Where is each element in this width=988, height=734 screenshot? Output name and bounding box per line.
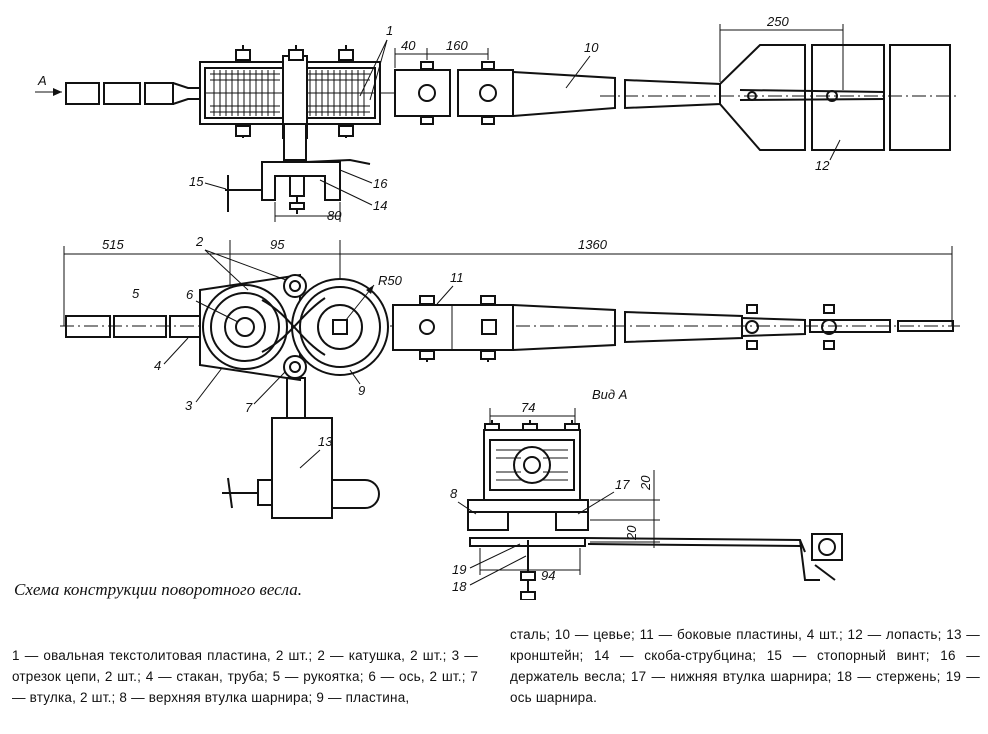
dim-95: 95 [270, 237, 285, 252]
part-label-9: 9 [358, 383, 365, 398]
dim-160: 160 [446, 38, 468, 53]
part-label-18: 18 [452, 579, 467, 594]
view-a-label: Вид А [592, 387, 627, 402]
part-label-15: 15 [189, 174, 204, 189]
view-a: Вид А 74 20 2 [467, 387, 843, 600]
figure-caption: Схема конструкции поворотного весла. [14, 580, 303, 599]
dim-515: 515 [102, 237, 124, 252]
part-label-11: 11 [450, 270, 464, 285]
part-label-19: 19 [452, 562, 466, 577]
part-label-14: 14 [373, 198, 387, 213]
dim-40: 40 [401, 38, 416, 53]
dim-250: 250 [766, 14, 789, 29]
legend-left: 1 — овальная текстолитовая пластина, 2 ш… [12, 648, 478, 705]
gear-teeth-top [210, 70, 370, 116]
part-labels: 1 10 12 15 16 14 2 5 6 4 3 7 9 11 13 8 1… [132, 23, 841, 594]
part-label-7: 7 [245, 400, 253, 415]
dim-94: 94 [541, 568, 555, 583]
dim-20-lower: 20 [624, 525, 639, 541]
part-label-3: 3 [185, 398, 193, 413]
part-label-2: 2 [195, 234, 204, 249]
part-label-4: 4 [154, 358, 161, 373]
arrow-a-label: A [37, 73, 47, 88]
dim-74: 74 [521, 400, 535, 415]
dim-20-upper: 20 [638, 475, 653, 491]
part-label-5: 5 [132, 286, 140, 301]
part-label-16: 16 [373, 176, 388, 191]
part-label-6: 6 [186, 287, 194, 302]
part-label-13: 13 [318, 434, 333, 449]
part-label-1: 1 [386, 23, 393, 38]
legend-right: сталь; 10 — цевье; 11 — боковые пластины… [510, 627, 980, 705]
top-view: A [35, 14, 960, 223]
part-label-10: 10 [584, 40, 599, 55]
side-view: 515 95 1360 R50 [60, 237, 960, 519]
oar-construction-drawing: A [35, 14, 960, 600]
part-label-17: 17 [615, 477, 630, 492]
radius-label: R50 [378, 273, 403, 288]
part-label-8: 8 [450, 486, 458, 501]
dim-1360: 1360 [578, 237, 608, 252]
dim-80: 80 [327, 208, 342, 223]
part-label-12: 12 [815, 158, 830, 173]
